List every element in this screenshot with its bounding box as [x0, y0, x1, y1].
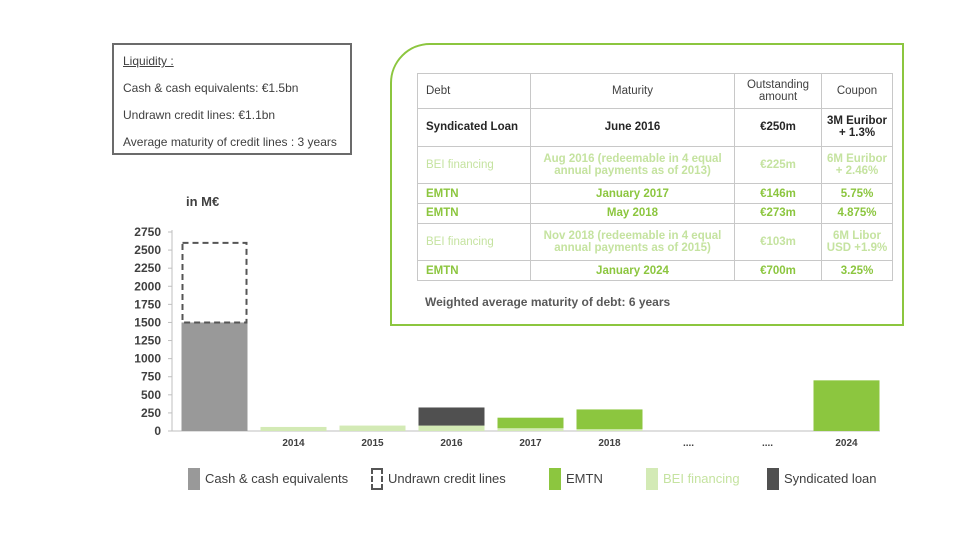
x-tick-label: 2014	[282, 438, 305, 449]
bar-bei	[260, 426, 327, 431]
debt-name-cell: BEI financing	[417, 222, 531, 262]
coupon-cell: 3.25%	[821, 260, 893, 281]
bar-bei	[339, 425, 406, 431]
coupon-cell: 6M Libor USD +1.9%	[821, 222, 893, 262]
debt-name-cell: Syndicated Loan	[417, 108, 531, 147]
maturity-cell: Aug 2016 (redeemable in 4 equal annual p…	[530, 145, 735, 185]
y-tick-label: 2250	[134, 261, 161, 275]
y-tick-label: 1750	[134, 297, 161, 311]
bar-bei	[497, 428, 564, 431]
legend-swatch	[646, 468, 658, 490]
amount-cell: €103m	[734, 222, 822, 262]
chart-unit-label: in M€	[186, 194, 220, 209]
legend-label: BEI financing	[663, 471, 740, 486]
legend-label: EMTN	[566, 471, 603, 486]
y-tick-label: 1500	[134, 315, 161, 329]
x-tick-label: 2024	[835, 438, 858, 449]
x-tick-label: 2016	[440, 438, 463, 449]
legend-label: Undrawn credit lines	[388, 471, 506, 486]
x-tick-label: ....	[683, 438, 694, 449]
bar-bei	[576, 429, 643, 431]
bar-emtn	[497, 417, 564, 429]
x-tick-label: 2018	[598, 438, 621, 449]
header-debt: Debt	[417, 73, 531, 109]
y-tick-label: 1250	[134, 334, 161, 348]
bar-emtn	[813, 380, 880, 431]
y-tick-label: 250	[141, 406, 161, 420]
weighted-average-maturity: Weighted average maturity of debt: 6 yea…	[425, 295, 671, 309]
liquidity-cash: Cash & cash equivalents: €1.5bn	[123, 81, 299, 95]
legend-swatch	[371, 468, 383, 490]
y-tick-label: 1000	[134, 352, 161, 366]
bar-syndicated	[418, 407, 485, 426]
maturity-cell: June 2016	[530, 108, 735, 147]
x-tick-label: 2017	[519, 438, 542, 449]
bar-cash	[181, 322, 248, 431]
legend-label: Cash & cash equivalents	[205, 471, 349, 486]
liquidity-undrawn: Undrawn credit lines: €1.1bn	[123, 108, 276, 122]
bar-emtn	[576, 409, 643, 430]
liquidity-title: Liquidity :	[123, 54, 174, 68]
coupon-cell: 3M Euribor + 1.3%	[821, 108, 893, 147]
debt-table-header: Debt Maturity Outstanding amount Coupon	[417, 73, 893, 109]
maturity-cell: Nov 2018 (redeemable in 4 equal annual p…	[530, 222, 735, 262]
legend-label: Syndicated loan	[784, 471, 877, 486]
bar-bei	[418, 425, 485, 431]
x-tick-label: ....	[762, 438, 773, 449]
y-tick-label: 2000	[134, 279, 161, 293]
legend-swatch	[767, 468, 779, 490]
debt-table: Debt Maturity Outstanding amount Coupon …	[417, 73, 893, 281]
x-tick-label: 2015	[361, 438, 384, 449]
header-coupon: Coupon	[821, 73, 893, 109]
liquidity-maturity: Average maturity of credit lines : 3 yea…	[123, 135, 337, 149]
y-tick-label: 500	[141, 388, 161, 402]
y-tick-label: 2750	[134, 225, 161, 239]
y-tick-label: 750	[141, 370, 161, 384]
debt-panel	[390, 43, 904, 326]
y-tick-label: 0	[154, 424, 161, 438]
y-tick-label: 2500	[134, 243, 161, 257]
debt-name-cell: BEI financing	[417, 145, 531, 185]
liquidity-box: Liquidity : Cash & cash equivalents: €1.…	[112, 43, 352, 155]
coupon-cell: 6M Euribor + 2.46%	[821, 145, 893, 185]
legend-swatch	[188, 468, 200, 490]
header-maturity: Maturity	[530, 73, 735, 109]
bar-undrawn-credit-lines	[181, 241, 248, 324]
legend-swatch	[549, 468, 561, 490]
